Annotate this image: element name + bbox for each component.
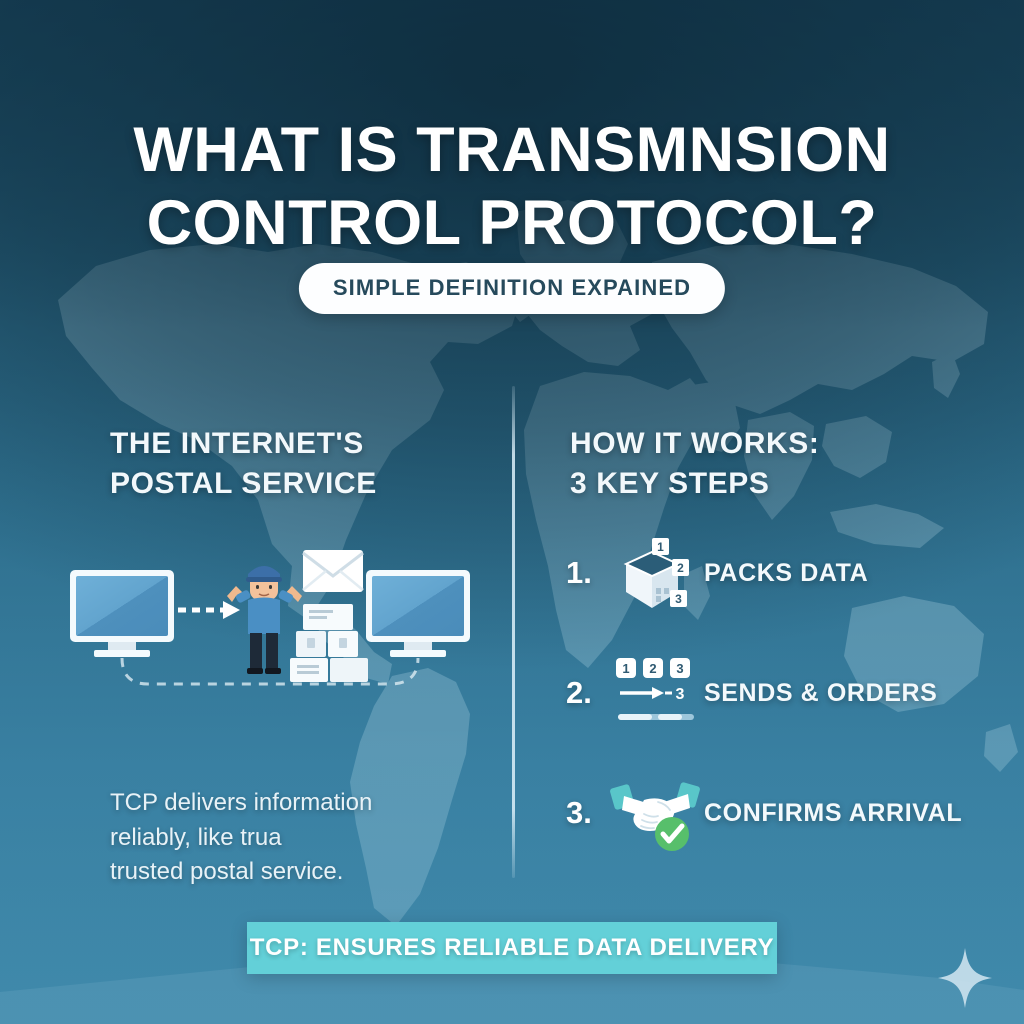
left-column-heading-line-1: THE INTERNET'S [110, 426, 364, 460]
right-column-heading: HOW IT WORKS: 3 KEY STEPS [570, 424, 819, 505]
step-1-tag-3: 3 [675, 592, 682, 606]
stacked-parcels-icon [290, 604, 368, 682]
step-item-3: 3. CONFIRMS ARR [566, 770, 986, 856]
step-2-arrow-tail-number: 3 [676, 686, 685, 703]
step-3-label: CONFIRMS ARRIVAL [704, 798, 963, 827]
right-column-heading-line-1: HOW IT WORKS: [570, 426, 820, 460]
monitor-icon-destination [366, 570, 470, 657]
left-body-line-1: TCP delivers information [110, 789, 373, 816]
sparkle-icon [938, 948, 992, 1008]
handshake-icon [608, 770, 704, 856]
dashed-path-icon [120, 657, 420, 686]
postal-service-illustration [70, 550, 470, 686]
step-2-number: 2. [566, 675, 592, 710]
page-title-line-2: CONTROL PROTOCOL? [146, 188, 878, 259]
open-box-icon: 1 2 3 [608, 530, 704, 616]
step-1-tag-1: 1 [657, 540, 664, 554]
step-3-number: 3. [566, 795, 592, 830]
envelope-icon [302, 550, 364, 592]
page-title-line-1: WHAT IS TRANSMNSION [133, 115, 891, 186]
page-title: WHAT IS TRANSMNSION CONTROL PROTOCOL? [0, 114, 1024, 260]
left-body-line-3: trusted postal service. [110, 858, 344, 886]
status-banner-label: TCP: ENSURES RELIABLE DATA DELIVERY [249, 934, 775, 961]
right-column-heading-line-2: 3 KEY STEPS [570, 467, 770, 501]
left-body-line-2: reliably, like trua [110, 823, 282, 851]
left-column-body: TCP delivers information reliably, like … [110, 786, 430, 890]
step-item-2: 2. 1 2 3 3 [566, 650, 986, 736]
step-1-number: 1. [566, 555, 592, 590]
step-2-tag-2: 2 [649, 661, 656, 676]
check-circle-icon [655, 817, 689, 851]
left-column-heading-line-2: POSTAL SERVICE [110, 467, 377, 501]
postal-worker-icon [227, 566, 302, 674]
monitor-icon-source [70, 570, 174, 657]
status-banner: TCP: ENSURES RELIABLE DATA DELIVERY [247, 922, 777, 974]
dashed-arrow-icon [178, 601, 240, 619]
step-2-tag-1: 1 [622, 661, 629, 676]
step-1-label: PACKS DATA [704, 558, 869, 587]
step-item-1: 1. 1 2 [566, 530, 986, 616]
step-2-label: SENDS & ORDERS [704, 678, 938, 707]
ordered-packets-arrow-icon: 1 2 3 3 [608, 650, 704, 736]
left-column-heading: THE INTERNET'S POSTAL SERVICE [110, 424, 377, 505]
subtitle-pill-label: SIMPLE DEFINITION EXPAINED [332, 275, 692, 300]
column-divider [512, 386, 515, 878]
step-1-tag-2: 2 [677, 561, 684, 575]
step-2-tag-3: 3 [676, 661, 683, 676]
subtitle-pill: SIMPLE DEFINITION EXPAINED [298, 263, 726, 314]
